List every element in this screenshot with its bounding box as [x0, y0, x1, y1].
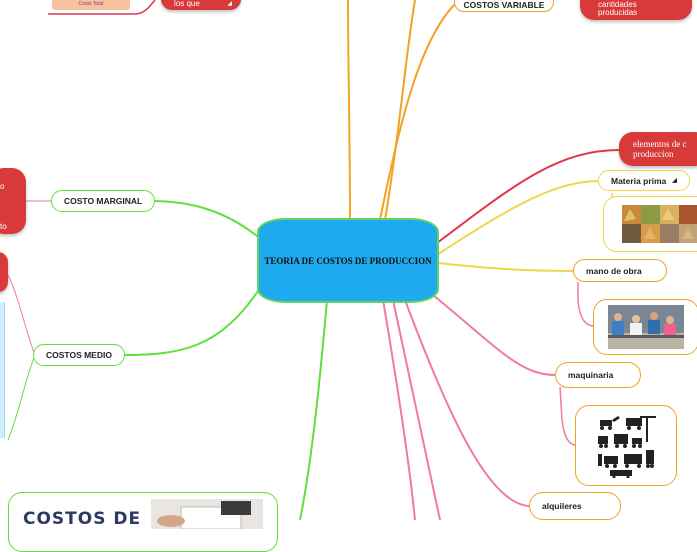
- node-fragment: o: [0, 182, 5, 191]
- topic-label: COSTOS VARIABLE: [463, 0, 545, 10]
- triangle-expand-icon[interactable]: ◢: [227, 1, 232, 7]
- link-bottom-green: [299, 299, 328, 520]
- red-node-top-left[interactable]: los que ◢: [161, 0, 241, 10]
- link-materia-prima: [436, 180, 601, 256]
- image-node-bottom-left[interactable]: COSTOS DE: [8, 492, 278, 552]
- topic-label: COSTOS MEDIO: [46, 350, 112, 360]
- triangle-expand-icon[interactable]: ◢: [672, 178, 677, 184]
- topic-costo-marginal[interactable]: COSTO MARGINAL: [51, 190, 156, 212]
- image-node-materia-prima[interactable]: [603, 196, 697, 252]
- topic-label: mano de obra: [586, 265, 642, 276]
- node-fragment: cantidades: [598, 0, 637, 9]
- construction-machinery-icons: [598, 415, 656, 478]
- red-node-left-2[interactable]: [0, 252, 8, 292]
- central-topic[interactable]: TEORIA DE COSTOS DE PRODUCCION: [257, 218, 439, 303]
- node-fragment: to: [0, 222, 7, 231]
- node-label: elementos de c: [633, 139, 687, 149]
- topic-alquileres[interactable]: alquileres: [529, 492, 621, 520]
- link-mano-de-obra: [437, 262, 576, 272]
- link-costo-marginal: [149, 200, 263, 241]
- node-fragment: los que: [174, 0, 200, 8]
- topic-costos-variable[interactable]: COSTOS VARIABLE: [454, 0, 554, 12]
- factory-workers-photo: [608, 305, 684, 349]
- central-topic-label: TEORIA DE COSTOS DE PRODUCCION: [264, 255, 432, 266]
- image-node-mano-de-obra[interactable]: [593, 299, 697, 355]
- topic-label: maquinaria: [568, 370, 614, 380]
- topic-label: alquileres: [542, 501, 582, 511]
- office-desk-photo: [151, 499, 263, 529]
- topic-mano-de-obra[interactable]: mano de obra: [573, 259, 667, 282]
- red-node-left-1[interactable]: o to: [0, 168, 26, 234]
- link-maquinaria: [432, 294, 557, 376]
- image-node-maquinaria[interactable]: [575, 405, 677, 486]
- link-costos-variable: [379, 3, 456, 221]
- banner-text: COSTOS DE: [23, 509, 142, 529]
- topic-label: COSTO MARGINAL: [64, 196, 143, 206]
- link-top-green: [347, 0, 351, 221]
- raw-materials-photo: [622, 205, 697, 243]
- topic-costos-medio[interactable]: COSTOS MEDIO: [33, 344, 125, 366]
- link-costos-medio: [119, 284, 263, 356]
- link-pink-bottom-1: [392, 299, 441, 520]
- red-node-costos-variable[interactable]: cantidades producidas: [580, 0, 692, 20]
- topic-label: Materia prima: [611, 175, 667, 186]
- red-node-elementos[interactable]: elementos de c produccion: [619, 132, 697, 166]
- topic-maquinaria[interactable]: maquinaria: [555, 362, 641, 388]
- thumb-label: Costo Total: [78, 1, 104, 7]
- node-label: produccion: [633, 149, 674, 159]
- node-fragment: producidas: [598, 8, 638, 17]
- thumb-costo-total: Costo Total: [52, 0, 130, 10]
- link-elementos: [436, 149, 621, 244]
- topic-materia-prima[interactable]: Materia prima ◢: [598, 170, 690, 191]
- link-pink-bottom-2: [382, 299, 416, 520]
- image-edge-left: [0, 302, 5, 438]
- link-orange-2: [384, 0, 416, 221]
- link-alquileres: [404, 299, 531, 507]
